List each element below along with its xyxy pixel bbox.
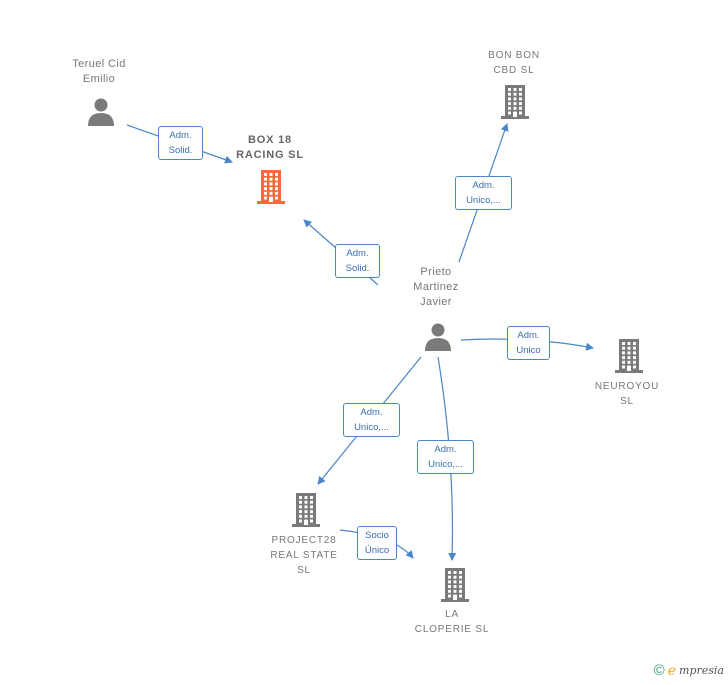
company-building-icon[interactable]: [613, 338, 645, 379]
node-label-neuroyou[interactable]: NEUROYOU SL: [594, 381, 660, 407]
node-label-teruel[interactable]: Teruel Cid Emilio: [72, 58, 126, 85]
node-label-cloperie[interactable]: LA CLOPERIE SL: [414, 609, 490, 635]
edge-label-prieto-bonbon[interactable]: Adm. Unico,...: [455, 176, 512, 210]
company-building-icon[interactable]: [255, 169, 287, 210]
node-label-box18[interactable]: BOX 18 RACING SL: [236, 134, 304, 161]
person-icon[interactable]: [86, 97, 116, 132]
edge-label-teruel-box18[interactable]: Adm. Solid.: [158, 126, 203, 160]
node-label-bonbon[interactable]: BON BON CBD SL: [488, 50, 540, 76]
brand-logo-initial: e: [667, 662, 677, 679]
company-building-icon[interactable]: [439, 567, 471, 608]
edge-label-prieto-neuroyou[interactable]: Adm. Unico: [507, 326, 550, 360]
person-icon[interactable]: [423, 322, 453, 357]
node-label-project28[interactable]: PROJECT28 REAL STATE SL: [270, 535, 338, 576]
edge-label-prieto-project28[interactable]: Adm. Unico,...: [343, 403, 400, 437]
edge-label-project28-cloperie[interactable]: Socio Único: [357, 526, 397, 560]
copyright-symbol: ©: [653, 662, 665, 679]
brand-logo-text: mpresia: [679, 664, 724, 677]
edge-label-prieto-cloperie[interactable]: Adm. Unico,...: [417, 440, 474, 474]
company-building-icon[interactable]: [290, 492, 322, 533]
company-building-icon[interactable]: [499, 84, 531, 125]
edge-label-prieto-box18[interactable]: Adm. Solid.: [335, 244, 380, 278]
node-label-prieto[interactable]: Prieto Martinez Javier: [413, 266, 459, 308]
